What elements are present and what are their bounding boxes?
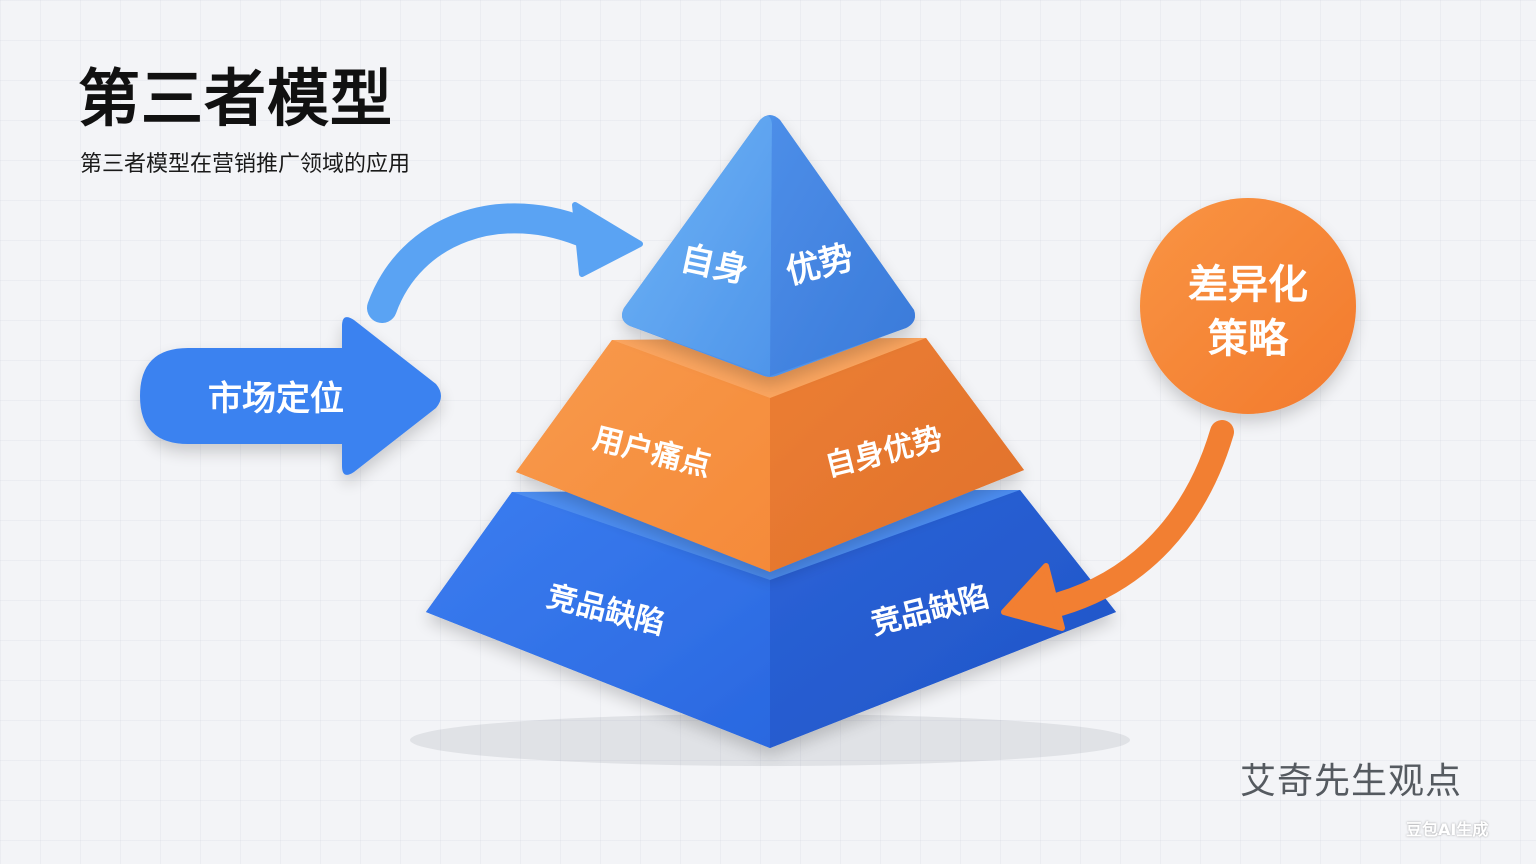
circle-line2: 策略 — [1208, 316, 1289, 362]
orange-curved-arrow-icon — [1001, 420, 1234, 631]
page-subtitle: 第三者模型在营销推广领域的应用 — [80, 152, 411, 177]
pyramid-top-tier — [622, 115, 915, 377]
differentiation-strategy-circle — [1140, 198, 1356, 414]
ai-generated-badge: 豆包AI生成 — [1406, 820, 1489, 839]
curved-arrow-icon — [367, 202, 643, 323]
market-positioning-label: 市场定位 — [208, 379, 344, 419]
author-watermark: 艾奇先生观点 — [1240, 761, 1463, 802]
circle-line1: 差异化 — [1188, 262, 1308, 308]
market-positioning-arrow — [140, 317, 441, 475]
page-title: 第三者模型 — [78, 62, 394, 135]
